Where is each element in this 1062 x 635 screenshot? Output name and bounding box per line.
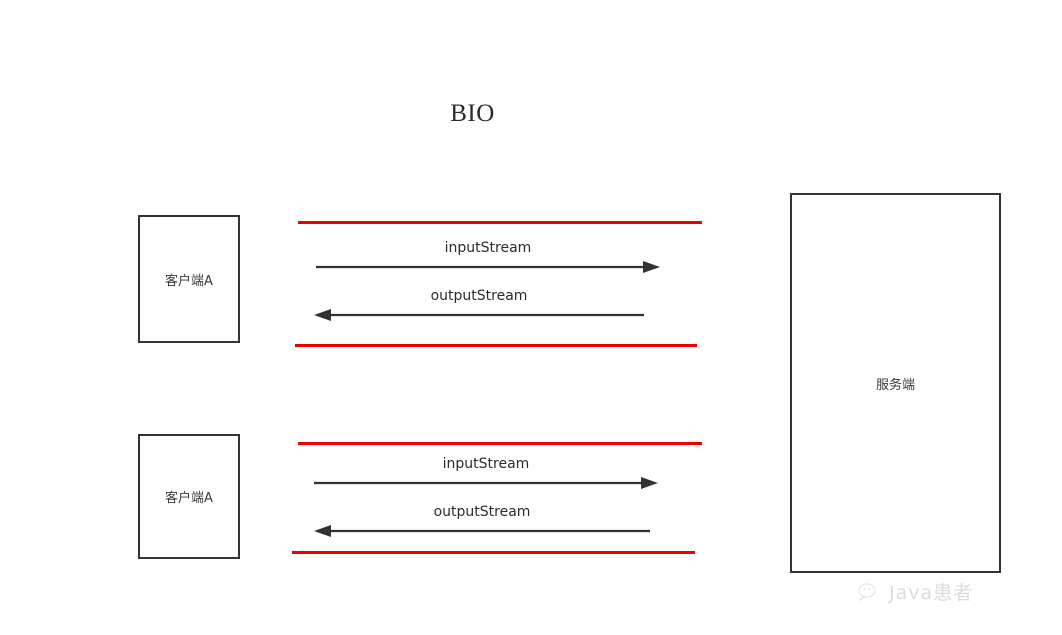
node-label: 客户端A <box>165 491 213 506</box>
connection-output-1: outputStream <box>314 288 644 328</box>
connection-label: inputStream <box>444 240 532 256</box>
connection-label: outputStream <box>430 288 528 304</box>
node-server: 服务端 <box>790 193 1001 573</box>
connection-input-1: inputStream <box>316 240 660 280</box>
arrow-right-icon <box>314 477 658 489</box>
red-separator-line <box>298 221 702 224</box>
watermark: Java患者 <box>858 578 973 605</box>
wechat-icon <box>858 582 876 601</box>
connection-input-2: inputStream <box>314 456 658 496</box>
node-client-a-top: 客户端A <box>138 215 240 343</box>
node-client-a-bottom: 客户端A <box>138 434 240 559</box>
node-label: 客户端A <box>165 273 213 289</box>
connection-label: outputStream <box>433 504 531 520</box>
arrow-left-icon <box>314 525 650 537</box>
node-label: 服务端 <box>875 377 915 393</box>
red-separator-line <box>298 442 702 445</box>
red-separator-line <box>292 551 695 554</box>
page-title: BIO <box>450 100 495 127</box>
connection-label: inputStream <box>442 456 530 472</box>
connection-output-2: outputStream <box>314 504 650 544</box>
red-separator-line <box>295 344 697 347</box>
arrow-right-icon <box>316 261 660 273</box>
arrow-left-icon <box>314 309 644 321</box>
watermark-text: Java患者 <box>889 582 974 604</box>
